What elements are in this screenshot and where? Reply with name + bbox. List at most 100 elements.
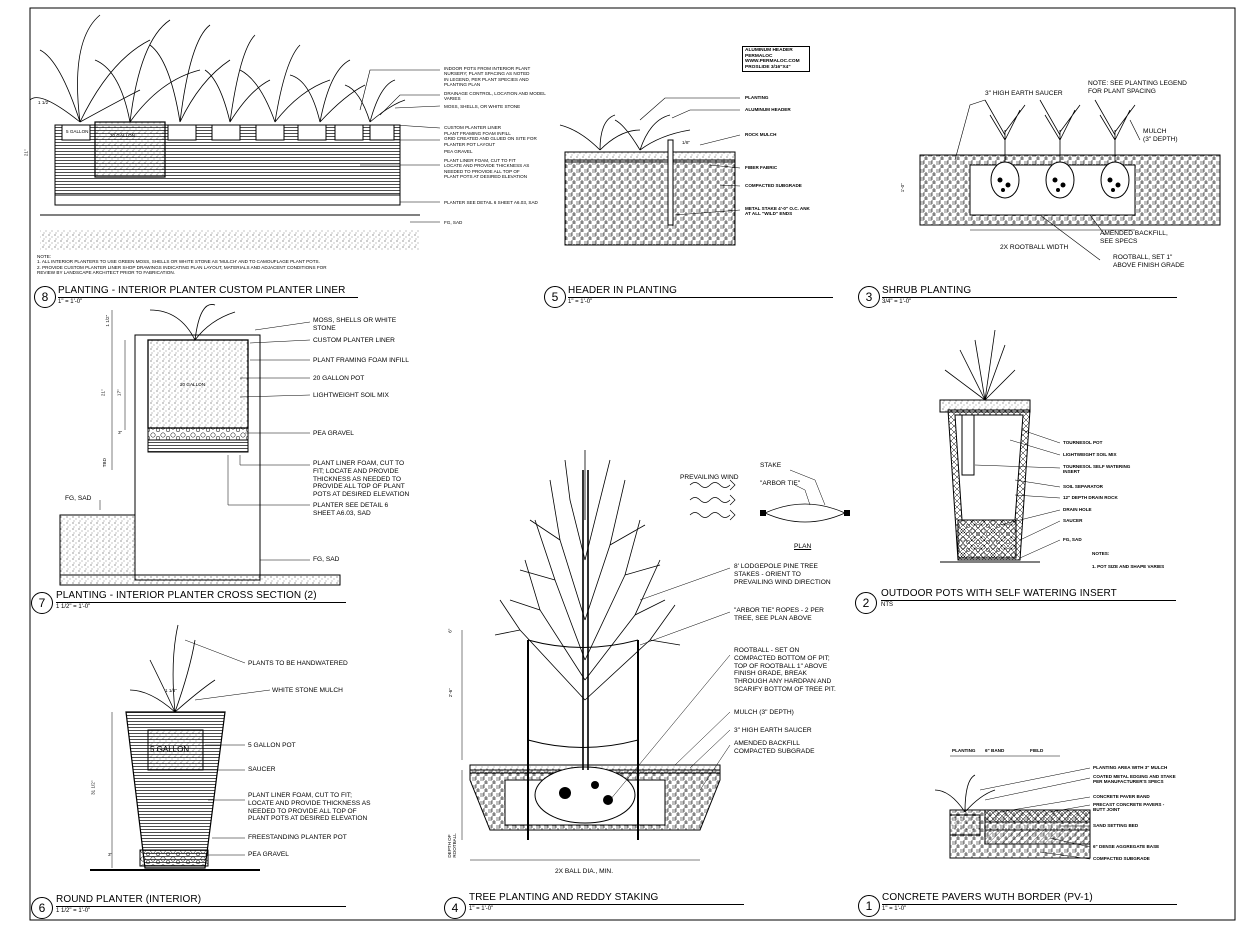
detail-4-drawing — [461, 450, 850, 861]
d2-fg-label: FG, SAD — [1063, 537, 1082, 542]
d7-pot-label: 20 GALLON POT — [313, 375, 365, 382]
d1-scale: 1" = 1'-0" — [882, 906, 907, 912]
d8-dim-1: 1 1/2" — [38, 100, 50, 105]
d3-mulch-label: MULCH (3" DEPTH) — [1143, 128, 1178, 143]
d8-indoor-pots-label: INDOOR POTS FROM INTERIOR PLANT NURSERY;… — [444, 66, 531, 88]
d6-pot-text: 5 GALLON — [150, 745, 190, 754]
d2-drain-hole-label: DRAIN HOLE — [1063, 507, 1092, 512]
d8-title: PLANTING - INTERIOR PLANTER CUSTOM PLANT… — [58, 285, 346, 296]
d4-saucer-label: 3" HIGH EARTH SAUCER — [734, 727, 812, 734]
d1-band-label: 6" BAND — [985, 748, 1005, 753]
d8-dim-2: 21" — [23, 149, 29, 157]
d6-pot-label: 5 GALLON POT — [248, 742, 296, 749]
d4-title: TREE PLANTING AND REDDY STAKING — [469, 892, 659, 903]
d6-saucer-label: SAUCER — [248, 766, 276, 773]
d3-title-rule — [882, 297, 1177, 298]
detail-3-drawing — [919, 99, 1221, 261]
d5-stake-label: METAL STAKE 4'-0" O.C. ANK AT ALL "WILD"… — [745, 206, 810, 217]
d2-drain-rock-label: 12" DEPTH DRAIN ROCK — [1063, 495, 1118, 500]
d4-depth-label: DEPTH OF ROOTBALL — [446, 833, 458, 858]
d2-scale: NTS — [881, 602, 893, 608]
d7-pot-text: 20 GALLON — [180, 382, 206, 387]
d7-dim-e: TBD — [101, 458, 107, 468]
d5-rock-mulch-label: ROCK MULCH — [745, 132, 777, 137]
d6-dim-b: 31 1/2" — [90, 780, 96, 795]
d6-detail-number: 6 — [31, 897, 53, 919]
d8-title-rule — [58, 297, 358, 298]
detail-1-drawing — [934, 755, 1091, 860]
d8-pot-big: 20 GALLON — [110, 133, 136, 138]
d1-planting-area-label: PLANTING AREA WITH 3" MULCH — [1093, 765, 1168, 770]
d5-fiber-fabric-label: FIBER FABRIC — [745, 165, 778, 170]
d4-title-rule — [469, 904, 744, 905]
d4-backfill-label: AMENDED BACKFILL — [734, 740, 800, 747]
d8-gravel-label: PEA GRAVEL — [444, 149, 473, 154]
d8-liner-label: CUSTOM PLANTER LINER — [444, 125, 502, 130]
d1-title: CONCRETE PAVERS WUTH BORDER (PV-1) — [882, 892, 1093, 903]
d1-detail-number: 1 — [858, 895, 880, 917]
d4-lodgepole-label: 8' LODGEPOLE PINE TREE STAKES - ORIENT T… — [734, 563, 831, 586]
d4-dim-b: 2'-6" — [447, 688, 453, 698]
d7-dim-a: 1 1/2" — [105, 314, 111, 327]
detail-8-drawing — [29, 14, 441, 250]
d1-base-label: 6" DENSE AGGREGATE BASE — [1093, 844, 1160, 849]
d4-detail-number: 4 — [444, 897, 466, 919]
d6-handwater-label: PLANTS TO BE HANDWATERED — [248, 660, 348, 667]
d4-ropes-label: "ARBOR TIE" ROPES - 2 PER TREE, SEE PLAN… — [734, 607, 824, 622]
d2-title: OUTDOOR POTS WITH SELF WATERING INSERT — [881, 588, 1117, 599]
d4-plan-label: PLAN — [794, 543, 812, 550]
d3-scale: 3/4" = 1'-0" — [882, 299, 912, 305]
d2-note-1: 1. POT SIZE AND SHAPE VARIES — [1092, 564, 1165, 569]
d8-moss-label: MOSS, SHELLS, OR WHITE STONE — [444, 104, 521, 109]
d3-width-label: 2X ROOTBALL WIDTH — [1000, 244, 1069, 251]
d6-liner-foam-label: PLANT LINER FOAM, CUT TO FIT; LOCATE AND… — [248, 792, 371, 823]
d2-saucer-label: SAUCER — [1063, 518, 1083, 523]
d6-freestanding-label: FREESTANDING PLANTER POT — [248, 834, 347, 841]
d7-dim-b: 21" — [100, 389, 106, 397]
d8-scale: 1" = 1'-0" — [58, 299, 83, 305]
d7-title: PLANTING - INTERIOR PLANTER CROSS SECTIO… — [56, 590, 317, 601]
d8-fg-label: FG, SAD — [444, 220, 463, 225]
d7-fg-right-label: FG, SAD — [313, 556, 340, 563]
d1-planting-label: PLANTING — [952, 748, 976, 753]
d3-backfill-label: AMENDED BACKFILL, SEE SPECS — [1100, 230, 1168, 245]
d1-sand-label: SAND SETTING BED — [1093, 823, 1139, 828]
d5-scale: 1" = 1'-0" — [568, 299, 593, 305]
d2-detail-number: 2 — [855, 592, 877, 614]
d7-planter-see-label: PLANTER SEE DETAIL 6 SHEET A6.03, SAD — [313, 502, 389, 517]
d7-gravel-label: PEA GRAVEL — [313, 430, 354, 437]
d6-dim-c: 3" — [108, 852, 113, 857]
d3-detail-number: 3 — [858, 286, 880, 308]
d1-precast-label: PRECAST CONCRETE PAVERS - BUTT JOINT — [1093, 802, 1165, 813]
d4-rootball-label: ROOTBALL - SET ON COMPACTED BOTTOM OF PI… — [734, 647, 836, 693]
d3-rootball-label: ROOTBALL, SET 1" ABOVE FINISH GRADE — [1113, 254, 1185, 269]
d1-title-rule — [882, 904, 1177, 905]
d6-dim-a: 1 1/8" — [165, 688, 177, 693]
d6-gravel-label: PEA GRAVEL — [248, 851, 289, 858]
d5-aluminum-header-label: ALUMINUM HEADER — [745, 107, 791, 112]
detail-5-drawing — [559, 97, 741, 246]
d4-mulch-label: MULCH (3" DEPTH) — [734, 709, 794, 716]
d5-planting-label: PLANTING — [745, 95, 769, 100]
d7-liner-foam-label: PLANT LINER FOAM, CUT TO FIT; LOCATE AND… — [313, 460, 410, 499]
d6-title: ROUND PLANTER (INTERIOR) — [56, 894, 202, 905]
d5-header-spec-box: ALUMINUM HEADER PERMALOC WWW.PERMALOC.CO… — [742, 46, 810, 73]
d4-arbor-tie-label: "ARBOR TIE" — [760, 480, 801, 487]
d2-soil-label: LIGHTWEIGHT SOIL MIX — [1063, 452, 1117, 457]
d2-title-rule — [881, 600, 1176, 601]
d3-saucer-label: 3" HIGH EARTH SAUCER — [985, 90, 1063, 97]
d8-pot-small: 5 GALLON — [66, 129, 89, 134]
d5-subgrade-label: COMPACTED SUBGRADE — [745, 183, 802, 188]
d8-detail-number: 8 — [34, 286, 56, 308]
d5-title-rule — [568, 297, 833, 298]
d4-stake-label: STAKE — [760, 462, 782, 469]
detail-7-drawing — [59, 304, 341, 586]
d5-dim: 1/8" — [682, 140, 691, 145]
d7-foam-label: PLANT FRAMING FOAM INFILL — [313, 357, 409, 364]
d5-detail-number: 5 — [544, 286, 566, 308]
d2-insert-label: TOURNESOL SELF WATERING INSERT — [1063, 464, 1131, 475]
d7-detail-number: 7 — [31, 592, 53, 614]
d7-title-rule — [56, 602, 346, 603]
